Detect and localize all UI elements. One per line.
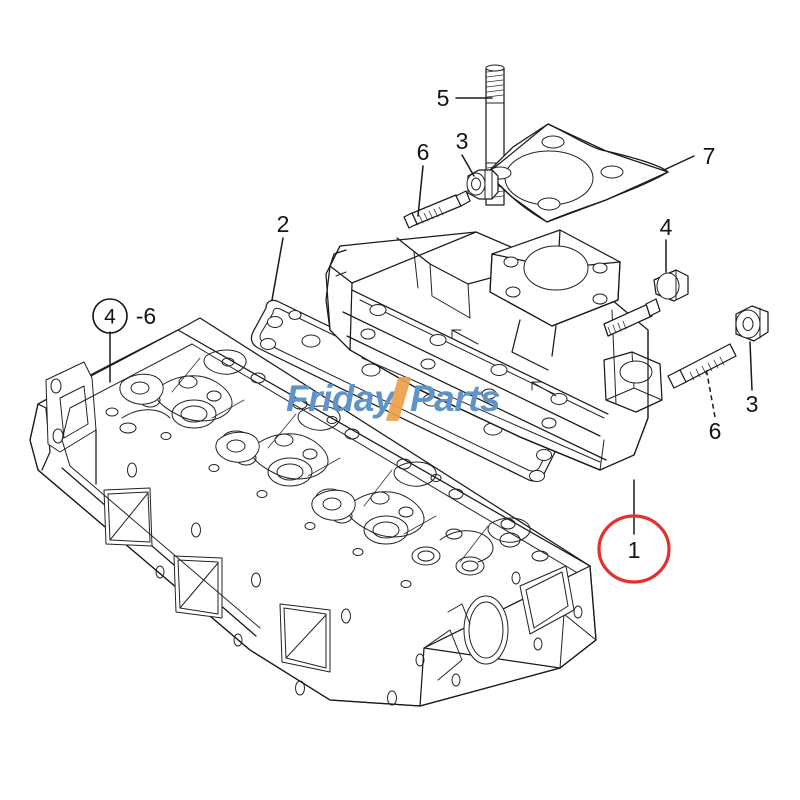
callout-label-3-upper[interactable]: 3 — [456, 128, 469, 154]
callout-label-4-right[interactable]: 4 — [660, 214, 673, 240]
callout-label-2[interactable]: 2 — [277, 211, 290, 237]
part-flange-gasket-7 — [486, 123, 669, 223]
callout-label-range-suffix: -6 — [136, 303, 156, 329]
part-bolt-4-right — [603, 269, 689, 337]
callout-label-1: 1 — [628, 537, 641, 563]
leader-lines — [109, 97, 753, 535]
callout-circle-4 — [92, 298, 128, 334]
callout-1[interactable]: 1 — [597, 514, 671, 584]
callout-markers: 1 2 3 3 4 4 -6 5 6 6 7 — [92, 85, 759, 584]
callout-label-6-upper[interactable]: 6 — [417, 139, 430, 165]
part-nut-washer-3-upper — [466, 169, 499, 200]
highlight-ring-1 — [597, 514, 671, 584]
callout-4-circled[interactable]: 4 -6 — [92, 298, 156, 334]
callout-label-5[interactable]: 5 — [437, 85, 450, 111]
callout-label-4-circled: 4 — [104, 306, 116, 329]
part-intake-manifold-1 — [325, 229, 663, 471]
part-cylinder-head — [29, 317, 597, 707]
part-stud-bolt-6-upper — [403, 190, 471, 229]
callout-label-3-lower[interactable]: 3 — [746, 391, 759, 417]
callout-label-6-lower[interactable]: 6 — [709, 418, 722, 444]
part-stud-bolt-6-lower — [667, 343, 737, 389]
callout-label-7[interactable]: 7 — [703, 143, 716, 169]
part-nut-washer-3-lower — [735, 305, 769, 342]
